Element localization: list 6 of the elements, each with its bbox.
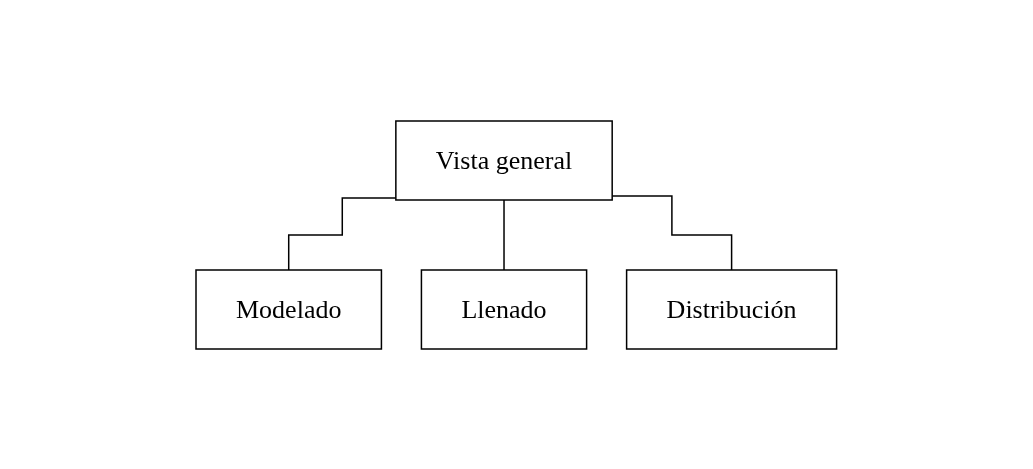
node-box: Vista general (395, 119, 614, 201)
node-box: Llenado (420, 268, 588, 350)
node-box: Distribución (626, 268, 838, 350)
connector (288, 196, 397, 271)
connector (503, 198, 505, 271)
node-box: Modelado (195, 268, 383, 350)
